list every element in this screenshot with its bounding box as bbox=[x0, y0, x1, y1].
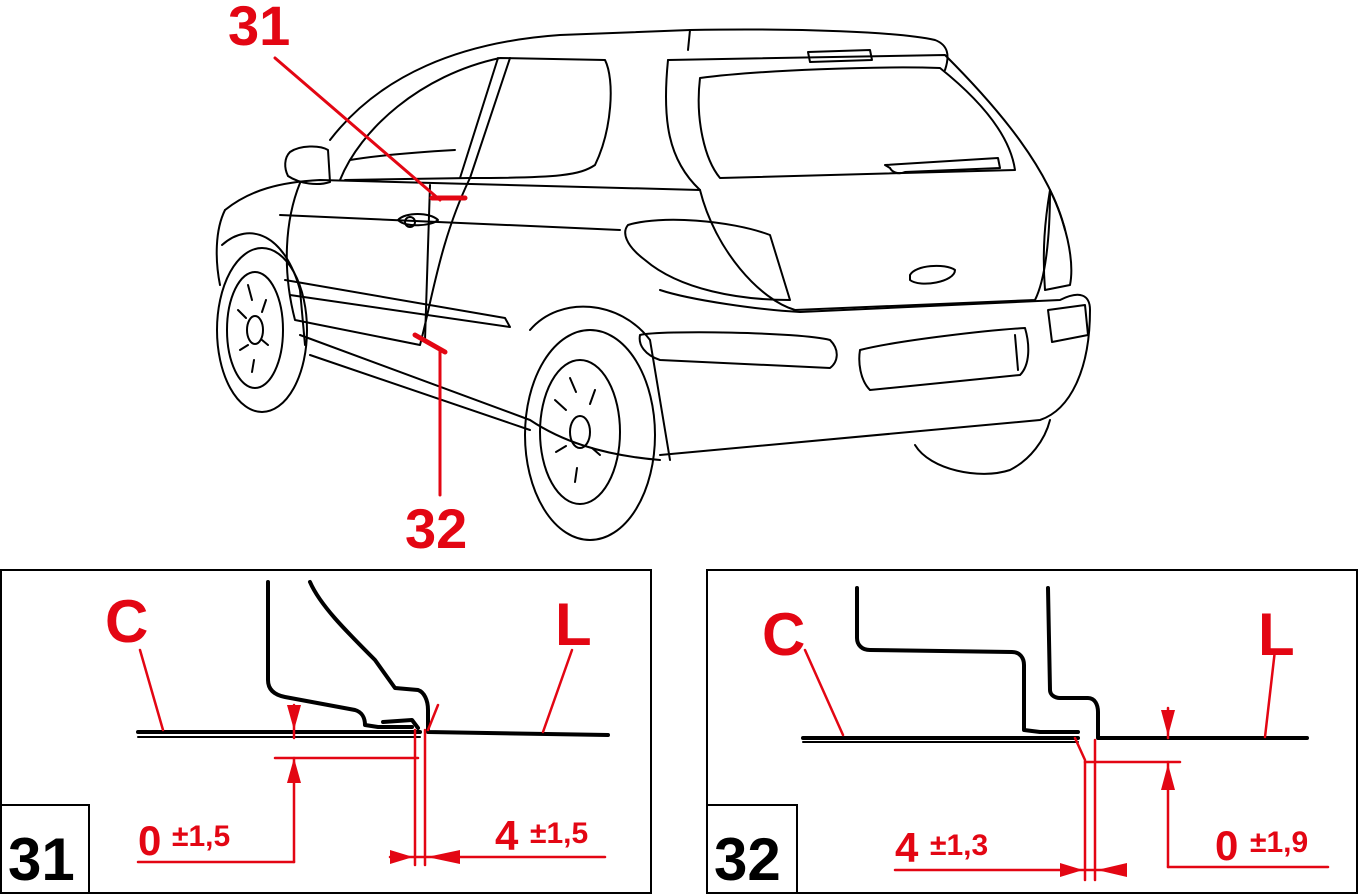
label-l-31: L bbox=[555, 591, 592, 658]
dim-31-vertical-nominal: 0 bbox=[138, 817, 161, 864]
car-callout-31: 31 bbox=[228, 0, 290, 57]
detail-panel-32: C L 4 ±1,3 0 ±1,9 32 bbox=[706, 569, 1358, 894]
section-number-32: 32 bbox=[714, 826, 781, 893]
section-number-31: 31 bbox=[8, 826, 75, 893]
label-l-32: L bbox=[1258, 601, 1295, 668]
car-rear-three-quarter-view bbox=[215, 28, 1091, 541]
dim-32-vertical-nominal: 0 bbox=[1215, 822, 1238, 869]
dim-32-vertical-tolerance: ±1,9 bbox=[1250, 826, 1308, 859]
car-callout-32: 32 bbox=[405, 497, 467, 560]
dim-32-horizontal-tolerance: ±1,3 bbox=[930, 829, 988, 862]
callout-lines bbox=[273, 56, 468, 497]
detail-panel-31: C L 0 ±1,5 4 ±1,5 31 bbox=[0, 569, 652, 894]
dim-31-horizontal-tolerance: ±1,5 bbox=[530, 817, 588, 850]
label-c-31: C bbox=[105, 588, 148, 655]
label-c-32: C bbox=[762, 601, 805, 668]
dim-32-horizontal-nominal: 4 bbox=[895, 824, 919, 871]
dim-31-horizontal-nominal: 4 bbox=[495, 812, 519, 859]
dim-31-vertical-tolerance: ±1,5 bbox=[172, 820, 230, 853]
